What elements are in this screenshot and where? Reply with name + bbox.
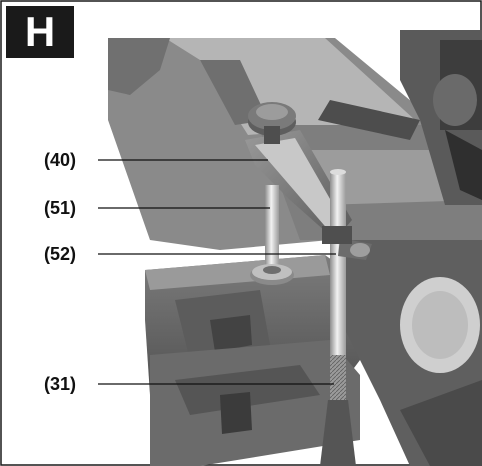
figure-tag: H [6,6,74,58]
callout-label-51: (51) [44,198,77,218]
leader-lines [98,159,336,385]
callout-label-31: (31) [44,374,77,394]
saw-base [145,240,482,466]
callout-label-40: (40) [44,150,77,170]
callout-label-52: (52) [44,244,77,264]
figure-tag-letter: H [24,8,56,55]
locking-screw [322,226,372,260]
clamp-arm [245,102,352,240]
saw-head [400,30,482,205]
